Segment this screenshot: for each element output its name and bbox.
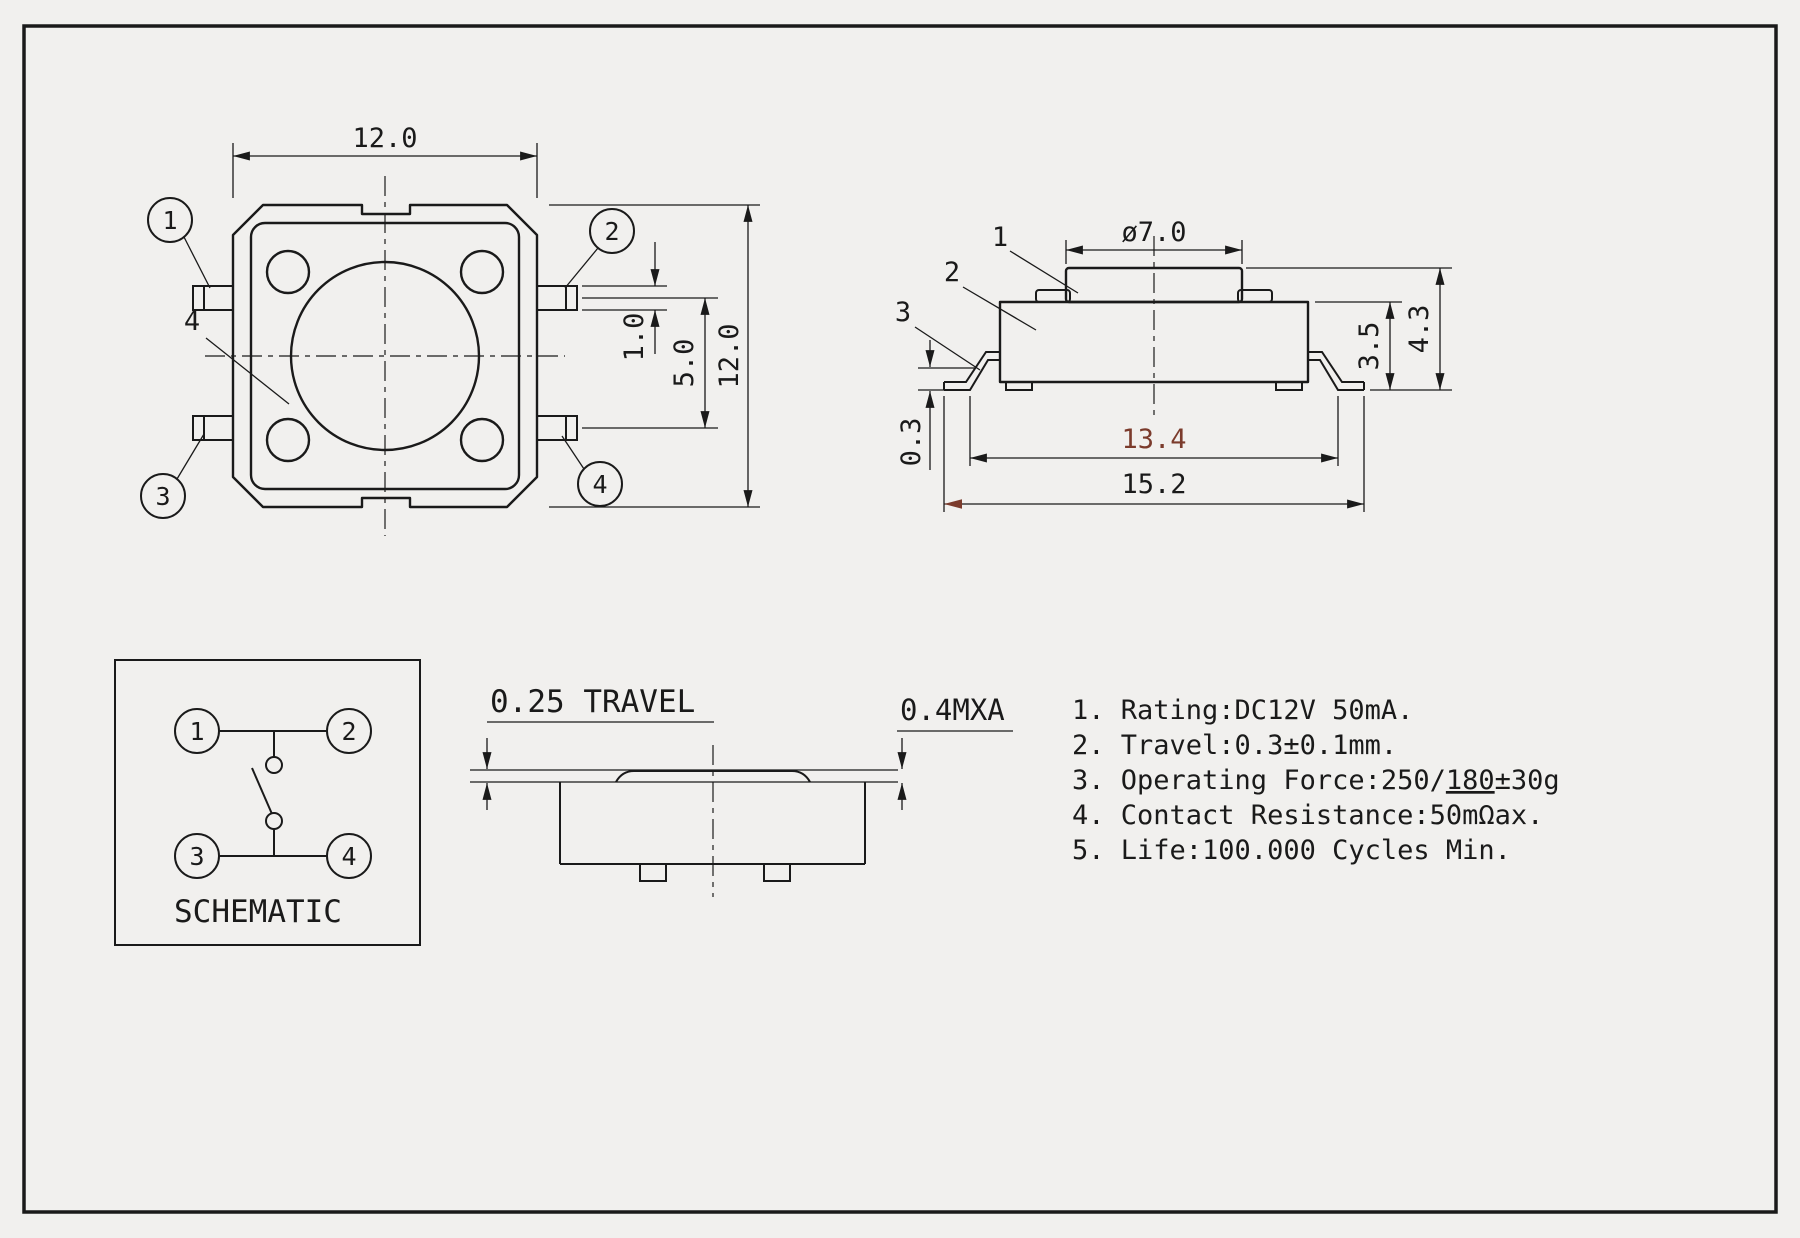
switch-body-outline xyxy=(231,203,539,509)
pin-bottom-right xyxy=(536,415,578,441)
part-label-3: 3 xyxy=(895,297,981,371)
lead-left xyxy=(943,351,1000,391)
dim-pin-width-label: 1.0 xyxy=(619,313,650,362)
rivet-bottom-left xyxy=(265,417,311,463)
actuator-circle xyxy=(289,260,481,452)
dim-overall-width: 15.2 xyxy=(943,396,1365,512)
spec-line-5: 5. Life:100.000 Cycles Min. xyxy=(1072,835,1511,866)
dim-standoff-label: 0.3 xyxy=(896,418,927,467)
dim-width-label: 12.0 xyxy=(352,123,417,154)
contact-moving xyxy=(265,812,283,830)
callout-2-label: 2 xyxy=(604,217,619,246)
dim-pin-pitch-5: 5.0 xyxy=(582,297,718,429)
spec-line-3-suffix: ±30g xyxy=(1495,765,1560,796)
foot-left xyxy=(1005,381,1033,391)
travel-view: 0.25 TRAVEL 0.4MXA xyxy=(470,684,1013,897)
callout-3-label: 3 xyxy=(155,482,170,511)
lead-right xyxy=(1308,351,1365,391)
spec-line-3-prefix: 3. Operating Force:250/ xyxy=(1072,765,1446,796)
foot-right xyxy=(1275,381,1303,391)
callout-4-left-label: 4 xyxy=(184,306,200,337)
dim-overall-width-label: 15.2 xyxy=(1121,469,1186,500)
spec-line-2: 2. Travel:0.3±0.1mm. xyxy=(1072,730,1397,761)
red-arrowhead xyxy=(944,499,962,509)
pin-top-left xyxy=(192,285,234,311)
contact-arm xyxy=(251,767,273,815)
part-label-1-text: 1 xyxy=(992,222,1008,253)
dim-standoff: 0.3 xyxy=(896,340,975,470)
side-body xyxy=(998,300,1310,384)
callout-3: 3 xyxy=(140,433,205,519)
dim-width-12: 12.0 xyxy=(232,123,538,198)
callout-1: 1 xyxy=(147,197,211,289)
dim-pin-pitch-label: 5.0 xyxy=(669,339,700,388)
specifications: 1. Rating:DC12V 50mA. 2. Travel:0.3±0.1m… xyxy=(1072,695,1560,866)
schematic-wiring xyxy=(219,730,327,857)
spec-line-4: 4. Contact Resistance:50mΩax. xyxy=(1072,800,1543,831)
spec-line-3-underlined: 180 xyxy=(1446,765,1495,796)
dim-body-height: 3.5 xyxy=(1315,301,1452,391)
contact-fixed xyxy=(265,756,283,774)
schematic-title: SCHEMATIC xyxy=(174,894,342,930)
max-label: 0.4MXA xyxy=(900,693,1005,727)
dim-body-height-label: 3.5 xyxy=(1354,322,1385,371)
rivet-top-right xyxy=(459,249,505,295)
side-view: ø7.0 1 2 3 3.5 4.3 xyxy=(895,217,1452,512)
schematic-pin-4-label: 4 xyxy=(341,842,356,871)
top-view: 12.0 12.0 5.0 1.0 1 xyxy=(140,123,760,536)
rivet-top-left xyxy=(265,249,311,295)
dim-button-dia-label: ø7.0 xyxy=(1121,217,1186,248)
cover-outline xyxy=(249,221,521,491)
dim-contact-span: 13.4 xyxy=(969,396,1339,466)
dim-contact-span-label: 13.4 xyxy=(1121,424,1186,455)
travel-pin-right xyxy=(763,863,791,882)
travel-pin-left xyxy=(639,863,667,882)
part-label-2: 2 xyxy=(944,257,1037,331)
schematic-frame xyxy=(114,659,421,946)
spec-line-1: 1. Rating:DC12V 50mA. xyxy=(1072,695,1413,726)
pin-top-right xyxy=(536,285,578,311)
spec-line-3: 3. Operating Force:250/180±30g xyxy=(1072,765,1560,796)
sheet-border xyxy=(22,24,1778,1214)
callout-4-right-label: 4 xyxy=(592,470,607,499)
schematic: 1 2 3 4 SCHEMATIC xyxy=(114,659,421,946)
schematic-pin-3-label: 3 xyxy=(189,842,204,871)
schematic-pin-2-label: 2 xyxy=(341,717,356,746)
dim-height-12: 12.0 xyxy=(549,204,760,508)
pin-bottom-left xyxy=(192,415,234,441)
rivet-bottom-right xyxy=(459,417,505,463)
schematic-pin-1-label: 1 xyxy=(189,717,204,746)
dim-pin-width-1: 1.0 xyxy=(582,242,667,361)
callout-1-label: 1 xyxy=(162,206,177,235)
dim-total-height: 4.3 xyxy=(1246,267,1452,390)
dim-button-dia: ø7.0 xyxy=(1065,217,1243,264)
part-label-1: 1 xyxy=(992,222,1079,294)
part-label-2-text: 2 xyxy=(944,257,960,288)
part-label-3-text: 3 xyxy=(895,297,911,328)
dim-total-height-label: 4.3 xyxy=(1404,305,1435,354)
dim-height-label: 12.0 xyxy=(714,323,745,388)
callout-4-right: 4 xyxy=(561,435,623,507)
callout-4-left: 4 xyxy=(184,306,290,405)
travel-label: 0.25 TRAVEL xyxy=(490,684,695,720)
callout-2: 2 xyxy=(564,208,635,289)
